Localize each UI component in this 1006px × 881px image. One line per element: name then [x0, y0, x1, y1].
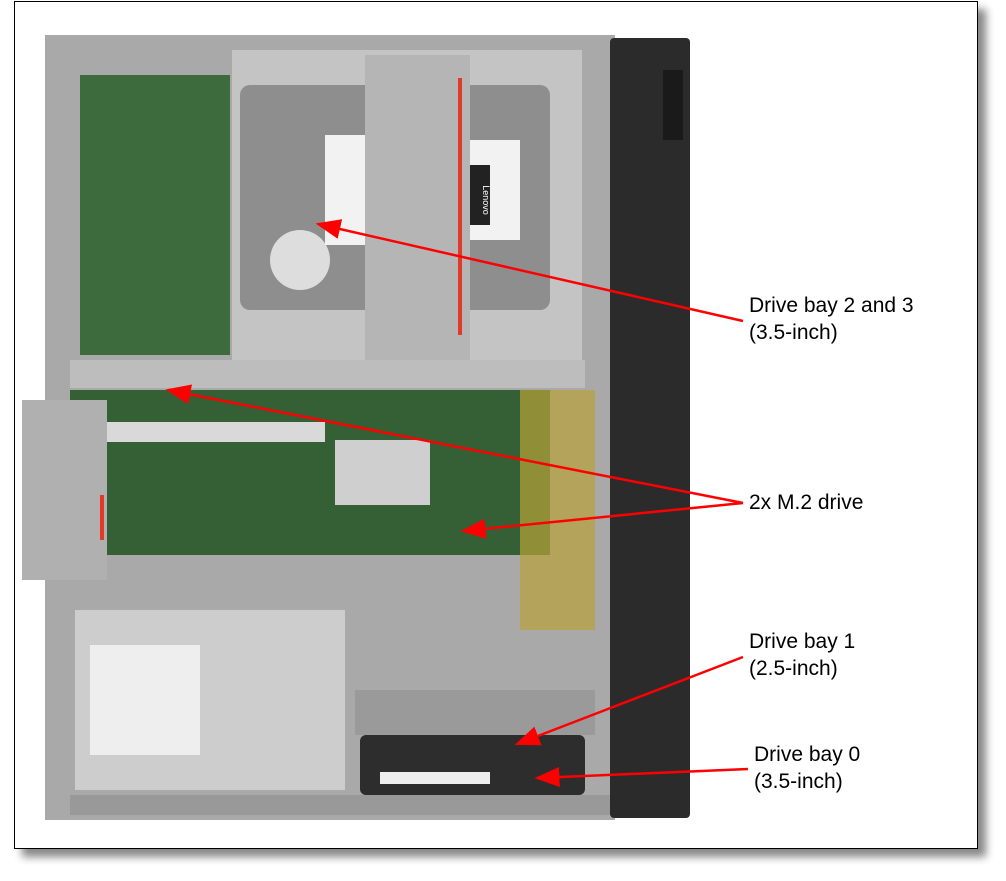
hdd-brand-label: Lenovo	[481, 185, 491, 215]
callout-m2: 2x M.2 drive	[749, 489, 863, 516]
arrow-bay23	[315, 219, 744, 323]
arrow-bay0	[534, 767, 749, 788]
arrow-bay1	[514, 655, 744, 746]
callout-bay0: Drive bay 0 (3.5-inch)	[754, 741, 860, 795]
arrow-m2-b	[460, 501, 744, 539]
callout-bay23-title: Drive bay 2 and 3	[749, 294, 914, 317]
callout-bay0-title: Drive bay 0	[754, 743, 861, 766]
drive-bay-1	[355, 690, 595, 735]
front-bezel	[610, 38, 690, 818]
callout-bay1-size: (2.5-inch)	[749, 657, 838, 680]
arrow-m2-a	[165, 384, 744, 505]
callout-bay23: Drive bay 2 and 3 (3.5-inch)	[749, 292, 914, 346]
motherboard-upper	[80, 75, 230, 355]
drive-bracket	[365, 55, 470, 360]
drive-bay-0	[360, 735, 585, 795]
callout-bay1-title: Drive bay 1	[749, 630, 856, 653]
callout-bay23-size: (3.5-inch)	[749, 321, 838, 344]
callout-m2-title: 2x M.2 drive	[749, 491, 864, 514]
callout-bay1: Drive bay 1 (2.5-inch)	[749, 628, 855, 682]
callout-bay0-size: (3.5-inch)	[754, 770, 843, 793]
